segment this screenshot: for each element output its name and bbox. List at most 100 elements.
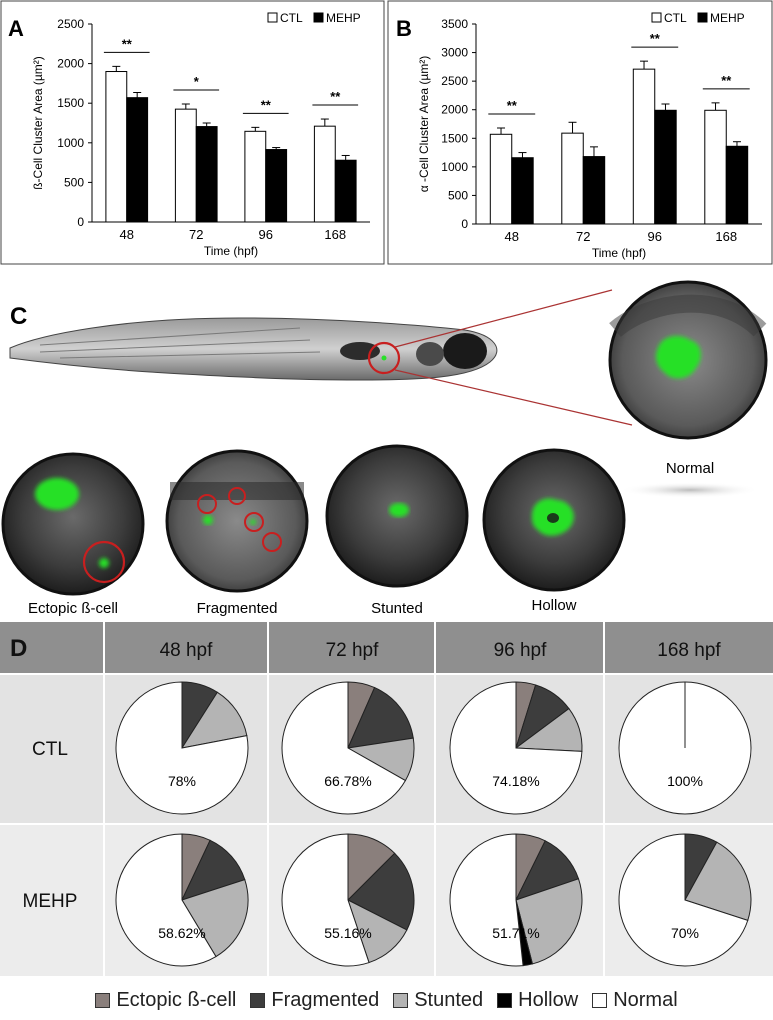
panel-a-letter: A bbox=[8, 16, 24, 41]
x-tick-label: 48 bbox=[505, 229, 519, 244]
significance-marker: ** bbox=[122, 36, 133, 51]
legend-label-fragmented: Fragmented bbox=[271, 988, 380, 1011]
legend-label-ctl: CTL bbox=[664, 11, 687, 25]
bar-ctl-96 bbox=[244, 130, 267, 223]
bar-mehp-72 bbox=[195, 126, 218, 223]
pie-slice-normal bbox=[281, 833, 370, 967]
pie-percent-label: 78% bbox=[168, 773, 196, 789]
legend-swatch-ctl bbox=[267, 12, 278, 23]
fish-islet-dot bbox=[381, 355, 387, 361]
significance-marker: ** bbox=[507, 98, 518, 113]
bar-mehp-48 bbox=[126, 97, 149, 223]
bar-ctl-48 bbox=[489, 133, 513, 225]
legend-label-ctl: CTL bbox=[280, 11, 303, 25]
bar-ctl-72 bbox=[561, 132, 584, 225]
micrograph-normal: Normal bbox=[608, 280, 768, 498]
pie-percent-label: 100% bbox=[667, 773, 703, 789]
bar-mehp-96 bbox=[265, 149, 288, 223]
legend-swatch-mehp bbox=[313, 12, 324, 23]
legend-normal: Normal bbox=[592, 988, 678, 1012]
bar-ctl-72 bbox=[174, 108, 197, 223]
legend-label-normal: Normal bbox=[613, 988, 678, 1011]
x-tick-label: 48 bbox=[120, 227, 134, 242]
panel-c-letter: C bbox=[10, 303, 27, 330]
legend-label-mehp: MEHP bbox=[326, 11, 361, 25]
x-tick-label: 72 bbox=[189, 227, 203, 242]
panel-a: A 0500100015002000250048**72*96**168**ß-… bbox=[0, 0, 385, 265]
pie-percent-label: 51.71% bbox=[492, 925, 539, 941]
legend-label-stunted: Stunted bbox=[414, 988, 484, 1011]
x-axis-label: Time (hpf) bbox=[204, 244, 258, 258]
pie-percent-label: 66.78% bbox=[324, 773, 371, 789]
y-axis-label: α -Cell Cluster Area (µm²) bbox=[417, 56, 431, 193]
column-header: 72 hpf bbox=[326, 640, 380, 661]
bar-mehp-96 bbox=[654, 109, 677, 225]
row-header: MEHP bbox=[23, 891, 78, 912]
y-tick-label: 2000 bbox=[57, 57, 84, 71]
micrograph-ectopic: Ectopic ß-cell bbox=[1, 452, 145, 617]
row-header: CTL bbox=[32, 739, 68, 760]
column-header: 96 hpf bbox=[494, 640, 548, 661]
pie-percent-label: 70% bbox=[671, 925, 699, 941]
legend-fragmented: Fragmented bbox=[250, 989, 379, 1012]
bar-mehp-168 bbox=[725, 145, 749, 225]
y-tick-label: 2500 bbox=[441, 74, 468, 88]
y-tick-label: 500 bbox=[64, 175, 84, 189]
y-tick-label: 0 bbox=[461, 217, 468, 231]
pie-slice-stunted bbox=[181, 878, 249, 958]
column-header: 48 hpf bbox=[160, 640, 214, 661]
pie-legend: Ectopic ß-cell Fragmented Stunted Hollow… bbox=[0, 985, 773, 1015]
label-ectopic: Ectopic ß-cell bbox=[28, 600, 118, 617]
zebrafish-larva-image bbox=[9, 289, 633, 426]
x-tick-label: 72 bbox=[576, 229, 590, 244]
micrograph-stunted: Stunted bbox=[325, 444, 469, 617]
legend-label-hollow: Hollow bbox=[518, 988, 579, 1011]
bar-ctl-48 bbox=[105, 71, 128, 223]
chart-a-plot: 0500100015002000250048**72*96**168**ß-Ce… bbox=[31, 11, 370, 258]
pie-percent-label: 58.62% bbox=[158, 925, 205, 941]
label-normal: Normal bbox=[666, 460, 714, 477]
y-tick-label: 0 bbox=[77, 215, 84, 229]
pie-slice-fragmented bbox=[347, 852, 415, 931]
micrograph-fragmented: Fragmented bbox=[165, 449, 309, 617]
panel-c: C Normal bbox=[1, 280, 768, 617]
label-hollow: Hollow bbox=[531, 597, 576, 614]
pie-slice-normal bbox=[449, 681, 583, 815]
bar-ctl-168 bbox=[704, 109, 727, 225]
x-tick-label: 96 bbox=[648, 229, 662, 244]
legend-hollow: Hollow bbox=[497, 989, 578, 1012]
legend-label-mehp: MEHP bbox=[710, 11, 745, 25]
y-tick-label: 500 bbox=[448, 188, 468, 202]
legend-swatch-hollow bbox=[497, 992, 513, 1008]
panel-d-letter: D bbox=[10, 635, 27, 662]
significance-marker: ** bbox=[650, 31, 661, 46]
legend-swatch-normal bbox=[592, 992, 608, 1008]
label-fragmented: Fragmented bbox=[197, 600, 278, 617]
bar-ctl-96 bbox=[632, 68, 656, 225]
legend-swatch-fragmented bbox=[250, 992, 266, 1008]
x-axis-label: Time (hpf) bbox=[592, 246, 646, 260]
bar-mehp-168 bbox=[334, 159, 357, 223]
y-tick-label: 3500 bbox=[441, 17, 468, 31]
panel-b-letter: B bbox=[396, 16, 412, 41]
panel-b: B 0 500 1000 1500 2000 2500 3000 3500 48 ** 72 96 **… bbox=[387, 0, 773, 265]
y-tick-label: 1000 bbox=[441, 160, 468, 174]
fish-islet-circle bbox=[367, 341, 401, 375]
pie-percent-label: 55.16% bbox=[324, 925, 371, 941]
figure: A 0500100015002000250048**72*96**168**ß-… bbox=[0, 0, 773, 976]
pie-slice-fragmented bbox=[347, 686, 414, 749]
y-tick-label: 1500 bbox=[441, 131, 468, 145]
pie-slice-normal bbox=[449, 833, 524, 967]
y-tick-label: 3000 bbox=[441, 46, 468, 60]
pie-slice-normal bbox=[618, 833, 749, 967]
pie-slice-normal bbox=[281, 681, 407, 815]
legend-swatch-mehp bbox=[697, 12, 708, 23]
y-tick-label: 2000 bbox=[441, 103, 468, 117]
y-tick-label: 2500 bbox=[57, 17, 84, 31]
significance-marker: ** bbox=[721, 73, 732, 88]
pie-table-header-bg bbox=[0, 622, 773, 674]
pie-slice-normal bbox=[115, 833, 217, 967]
column-header: 168 hpf bbox=[657, 640, 721, 661]
legend-swatch-stunted bbox=[393, 992, 409, 1008]
